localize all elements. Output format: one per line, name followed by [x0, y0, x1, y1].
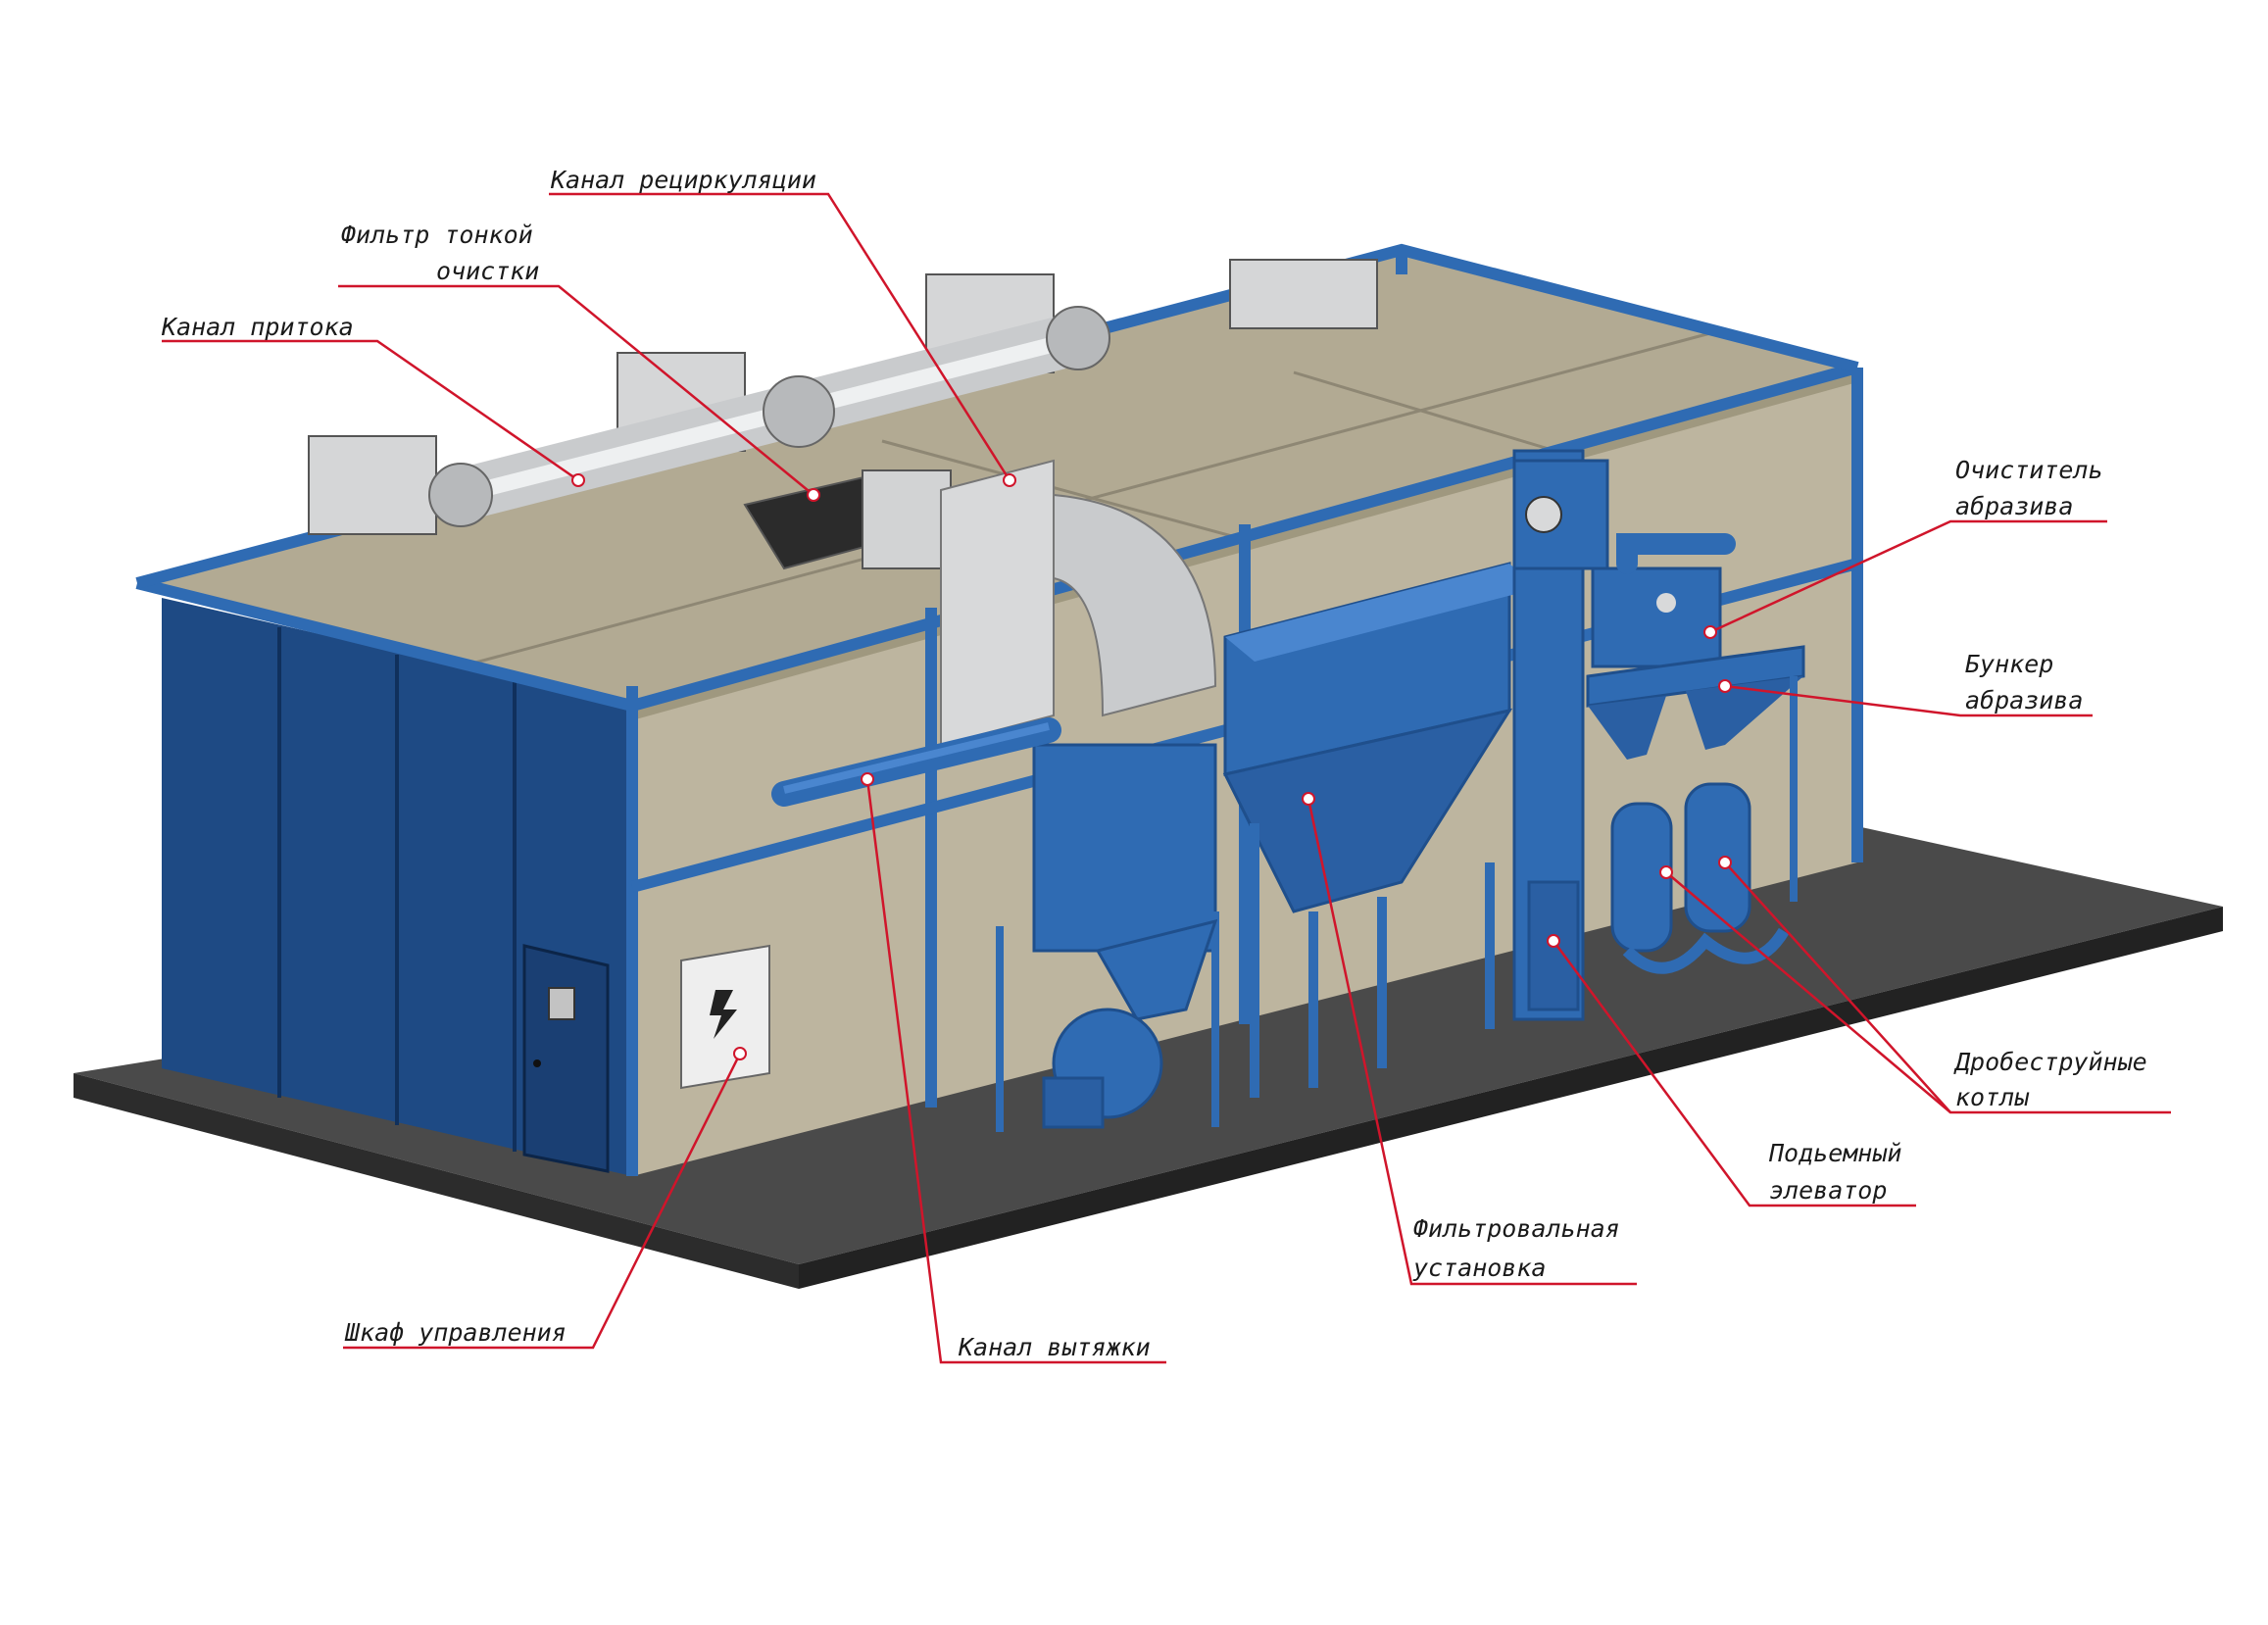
leader-lines [162, 192, 2171, 1364]
label-filter-unit-2: установка [1412, 1254, 1546, 1282]
labels: Канал рециркуляции Фильтр тонкой очистки… [161, 166, 2147, 1361]
label-abrasive-cleaner-1: Очиститель [1955, 456, 2103, 484]
recirculation-duct [940, 459, 1217, 953]
filter-unit [1222, 562, 1539, 1098]
leader-cleaner [1709, 519, 2107, 634]
label-abrasive-cleaner-2: абразива [1955, 492, 2073, 520]
label-exhaust-channel: Канал вытяжки [958, 1333, 1151, 1361]
label-abrasive-hopper-1: Бункер [1965, 650, 2053, 678]
leader-recirc [549, 192, 1011, 481]
label-abrasive-hopper-2: абразива [1965, 686, 2083, 714]
leader-pots-2 [1724, 862, 1951, 1113]
abrasive-cleaner [1591, 533, 1736, 668]
label-fine-filter-2: очистки [436, 257, 539, 285]
label-elevator-2: элеватор [1769, 1176, 1887, 1205]
booth-front-gate [162, 598, 632, 1176]
label-filter-unit-1: Фильтровальная [1413, 1214, 1620, 1243]
fine-filter-housing [743, 469, 952, 570]
service-door [522, 944, 610, 1173]
abrasive-hopper [1586, 645, 1805, 902]
leader-exhaust [865, 778, 1166, 1364]
label-control-cabinet: Шкаф управления [344, 1318, 567, 1347]
leader-hopper [1724, 684, 2093, 717]
bucket-elevator [1512, 449, 1609, 1021]
label-blast-pots-1: Дробеструйные [1953, 1048, 2147, 1076]
exhaust-fan-skid [996, 911, 1219, 1132]
leader-fine-filter [338, 284, 814, 496]
label-blast-pots-2: котлы [1955, 1083, 2030, 1111]
leader-filter-unit [1307, 798, 1637, 1286]
label-recirc-channel: Канал рециркуляции [550, 166, 816, 194]
label-supply-channel: Канал притока [161, 313, 354, 341]
exhaust-duct [771, 717, 1061, 807]
leader-elevator [1552, 940, 1916, 1207]
leader-supply [162, 339, 579, 482]
label-elevator-1: Подьемный [1768, 1139, 1901, 1167]
control-cabinet [680, 944, 770, 1090]
label-fine-filter-1: Фильтр тонкой [341, 221, 533, 249]
leader-dots [571, 473, 1732, 1060]
leader-cabinet [343, 1053, 742, 1350]
blast-pots [1610, 782, 1790, 974]
